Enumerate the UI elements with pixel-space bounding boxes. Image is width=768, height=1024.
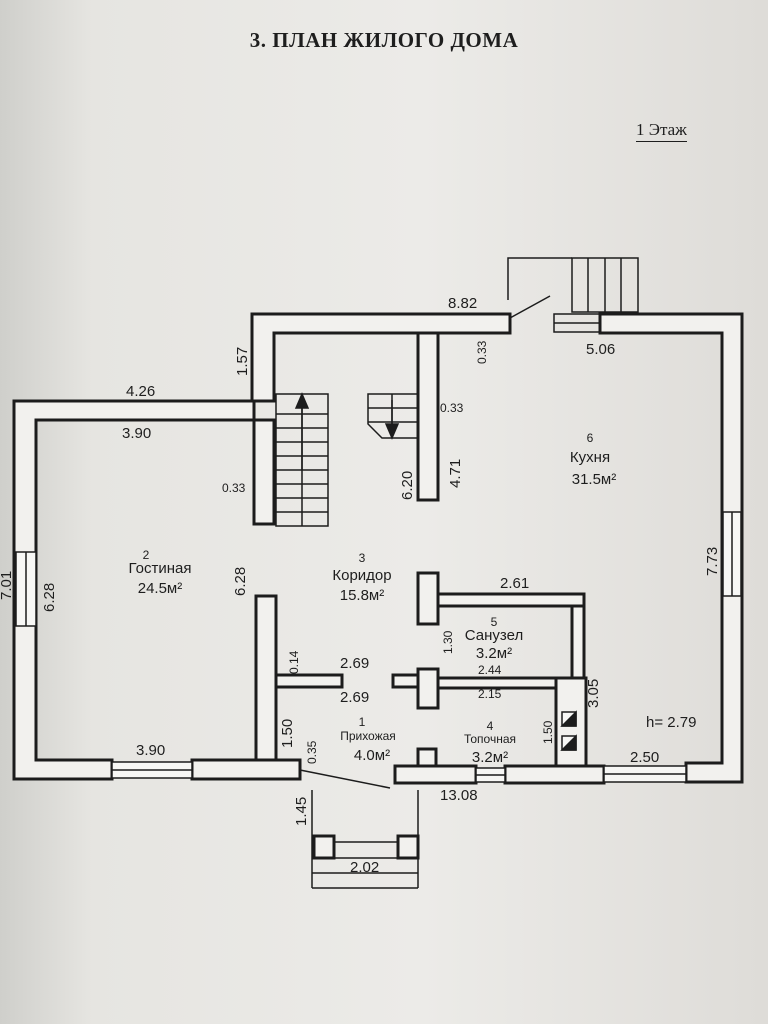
wall-bath-bottom (391, 673, 420, 689)
walls (12, 312, 744, 785)
room-2-name: Гостиная (129, 560, 192, 577)
dimension-labels: 8.82 1.57 4.26 3.90 0.33 0.33 0.33 5.06 … (0, 295, 721, 876)
dim-0-33-living: 0.33 (222, 481, 246, 495)
room-1-name: Прихожая (340, 729, 396, 743)
stairs-exterior-top (507, 257, 639, 333)
ceiling-height: h= 2.79 (646, 714, 696, 731)
room-6-number: 6 (587, 431, 594, 445)
dim-2-61: 2.61 (500, 575, 529, 592)
room-1-number: 1 (359, 715, 366, 729)
wall-stair-divider (416, 331, 440, 502)
dim-1-50-boiler: 1.50 (541, 720, 555, 744)
wall-entrance-stub (416, 747, 438, 768)
dim-3-90-bottom: 3.90 (136, 742, 165, 759)
wall-upper-center (250, 312, 512, 403)
dim-13-08: 13.08 (440, 787, 478, 804)
doors (299, 295, 551, 789)
dim-2-69-top: 2.69 (340, 655, 369, 672)
room-2-number: 2 (143, 548, 150, 562)
room-labels: 2 Гостиная 24.5м² 3 Коридор 15.8м² 6 Кух… (129, 431, 617, 766)
dim-4-71: 4.71 (447, 459, 464, 488)
windows (15, 511, 742, 783)
wall-bottom-entrance (393, 764, 478, 785)
dim-2-02: 2.02 (350, 859, 379, 876)
dim-7-01: 7.01 (0, 571, 15, 600)
wall-hall-shelf (274, 673, 344, 689)
dim-0-14: 0.14 (287, 650, 301, 674)
boiler-equipment (560, 710, 577, 751)
dim-0-35: 0.35 (305, 740, 319, 764)
room-6-name: Кухня (570, 449, 610, 466)
dim-2-15: 2.15 (478, 687, 502, 701)
dim-6-28-mid: 6.28 (232, 567, 249, 596)
stair-arrows (294, 392, 400, 470)
dim-6-28-left: 6.28 (41, 583, 58, 612)
dim-0-33-kitchen: 0.33 (475, 340, 489, 364)
room-5-name: Санузел (465, 627, 523, 644)
dim-3-90-top: 3.90 (122, 425, 151, 442)
dim-2-50: 2.50 (630, 749, 659, 766)
dim-2-69-bottom: 2.69 (340, 689, 369, 706)
room-3-name: Коридор (332, 567, 391, 584)
room-3-number: 3 (359, 551, 366, 565)
room-3-area: 15.8м² (340, 587, 385, 604)
floor-label: 1 Этаж (636, 120, 687, 142)
room-4-name: Топочная (464, 732, 516, 746)
dim-3-05: 3.05 (585, 679, 602, 708)
dim-2-44: 2.44 (478, 663, 502, 677)
document-title: 3. ПЛАН ЖИЛОГО ДОМА (249, 28, 519, 52)
wall-bath-top (436, 592, 586, 608)
wall-living-left (12, 399, 256, 781)
room-5-area: 3.2м² (476, 645, 512, 662)
room-4-number: 4 (487, 719, 494, 733)
dim-5-06: 5.06 (586, 341, 615, 358)
dim-4-26: 4.26 (126, 383, 155, 400)
dim-1-30: 1.30 (441, 630, 455, 654)
room-1-area: 4.0м² (354, 747, 390, 764)
room-5-number: 5 (491, 615, 498, 629)
dim-6-20: 6.20 (399, 471, 416, 500)
door-entrance (299, 769, 391, 789)
wall-bath-post2 (416, 667, 440, 710)
dim-1-50-hall: 1.50 (279, 719, 296, 748)
wall-bath-post (416, 571, 440, 626)
dim-0-33-stair: 0.33 (440, 401, 464, 415)
entrance-porch (311, 790, 420, 889)
dim-1-45: 1.45 (293, 797, 310, 826)
wall-kitchen-top (598, 312, 744, 784)
wall-bottom-center (503, 764, 606, 785)
wall-corridor-left (254, 594, 278, 762)
wall-bath-right (570, 604, 586, 682)
room-2-area: 24.5м² (138, 580, 183, 597)
room-6-area: 31.5м² (572, 471, 617, 488)
room-4-area: 3.2м² (472, 749, 508, 766)
stairs-interior (275, 393, 419, 527)
door-kitchen-outer (509, 295, 551, 319)
dim-8-82: 8.82 (448, 295, 477, 312)
wall-living-stair (252, 418, 276, 526)
dim-7-73: 7.73 (704, 547, 721, 576)
dim-1-57: 1.57 (234, 347, 251, 376)
wall-living-bottom-right (190, 758, 302, 781)
